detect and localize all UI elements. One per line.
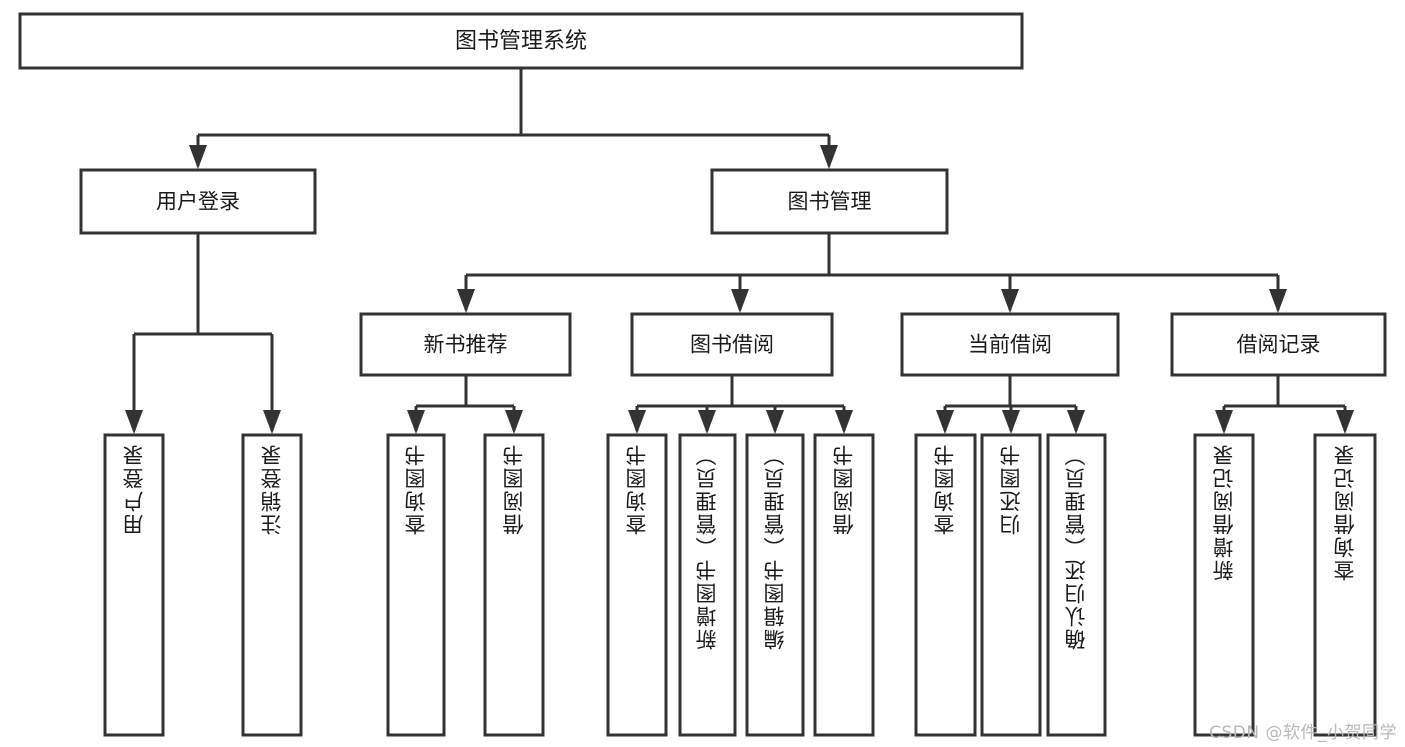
node-l-query-record-box[interactable] (1313, 433, 1377, 737)
arrow-head-icon (820, 145, 838, 169)
node-l-query-book-3-box[interactable] (914, 433, 977, 737)
node-l-query-book-2-box[interactable] (606, 433, 668, 737)
arrow-head-icon (936, 410, 954, 434)
node-n-user-login-label: 用户登录 (156, 190, 240, 214)
arrow-head-icon (835, 410, 853, 434)
node-l-borrow-book-1-box[interactable] (483, 433, 545, 737)
node-n-new-book-rec-label: 新书推荐 (424, 333, 508, 357)
node-l-confirm-return-box[interactable] (1046, 433, 1107, 737)
arrow-head-icon (1067, 410, 1085, 434)
node-n-book-mgmt-label: 图书管理 (788, 190, 872, 214)
arrow-head-icon (698, 410, 716, 434)
arrow-head-icon (189, 145, 207, 169)
node-n-book-borrow-label: 图书借阅 (690, 333, 774, 357)
node-n-user-login-box[interactable] (79, 168, 317, 235)
arrow-head-icon (628, 410, 646, 434)
node-l-edit-book-box[interactable] (745, 433, 805, 737)
arrow-head-icon (731, 289, 749, 313)
node-l-add-book-box[interactable] (678, 433, 737, 737)
arrow-head-icon (766, 410, 784, 434)
node-n-borrow-record-box[interactable] (1170, 312, 1387, 377)
arrow-head-icon (1269, 289, 1287, 313)
arrow-head-icon (1336, 410, 1354, 434)
node-n-borrow-record-label: 借阅记录 (1237, 333, 1321, 357)
node-n-book-mgmt-box[interactable] (710, 168, 949, 235)
node-l-return-book-box[interactable] (980, 433, 1042, 737)
arrow-head-icon (263, 410, 281, 434)
boxes-layer (18, 12, 1387, 737)
node-root-label: 图书管理系统 (455, 29, 587, 54)
arrow-head-icon (505, 410, 523, 434)
node-l-query-book-1-box[interactable] (386, 433, 446, 737)
arrow-head-icon (1002, 410, 1020, 434)
arrow-head-icon (457, 289, 475, 313)
arrow-head-icon (1215, 410, 1233, 434)
node-n-new-book-rec-box[interactable] (359, 312, 572, 377)
node-l-borrow-book-2-box[interactable] (813, 433, 875, 737)
node-root-box[interactable] (18, 12, 1024, 70)
node-l-add-record-box[interactable] (1193, 433, 1255, 737)
node-n-current-borrow-box[interactable] (900, 312, 1120, 377)
node-l-user-login-box[interactable] (103, 433, 165, 737)
connectors-layer (125, 68, 1354, 434)
arrow-head-icon (1001, 289, 1019, 313)
node-n-book-borrow-box[interactable] (630, 312, 834, 377)
node-l-logout-box[interactable] (241, 433, 303, 737)
arrow-head-icon (125, 410, 143, 434)
node-n-current-borrow-label: 当前借阅 (968, 333, 1052, 357)
arrow-head-icon (407, 410, 425, 434)
